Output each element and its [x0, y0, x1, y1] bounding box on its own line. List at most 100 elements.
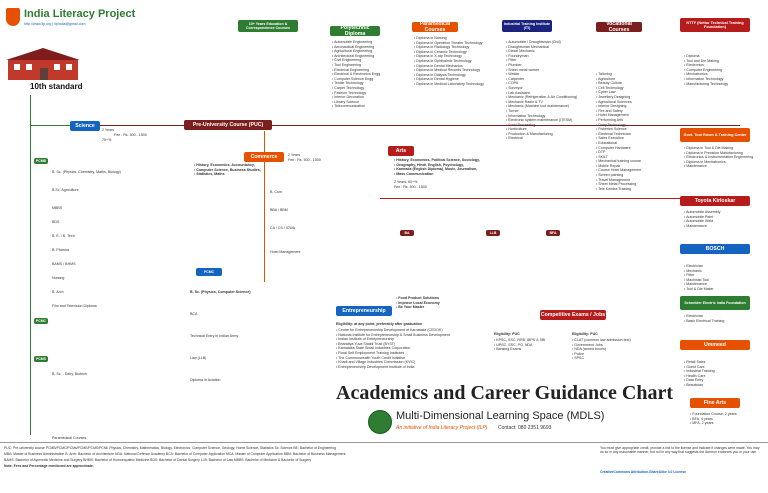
- nttf-item: Diploma: [684, 54, 728, 59]
- commerce-subject: Computer Science, Business Studies,: [194, 168, 261, 173]
- commerce-degree: Hotel Management: [270, 250, 301, 254]
- support-org: Centre for Entrepreneurship Development …: [336, 328, 450, 333]
- vocational-item: Agriculture: [596, 77, 641, 82]
- bosch-item: Mechanic: [684, 269, 714, 274]
- diploma-item: Architectural Engineering: [332, 54, 380, 59]
- bca-degree: BCA: [190, 312, 198, 316]
- paramedical-item: Diploma in Dialysis Technology: [414, 73, 484, 78]
- nttf-item: Mechatronics: [684, 72, 728, 77]
- ilp-logo: [6, 8, 20, 26]
- toyota-item: Automobile Weld: [684, 219, 720, 224]
- paramedical-item: Diploma in Nursing: [414, 36, 484, 41]
- vocational-node[interactable]: Vocational Courses: [596, 21, 642, 33]
- diploma-item: Computer Science Engg: [332, 77, 380, 82]
- puc-node[interactable]: Pre-University Course (PUC): [184, 120, 272, 130]
- schneider-list: ElectricianBasic Electrical Training: [684, 314, 724, 323]
- ummeed-node[interactable]: Ummeed: [680, 340, 750, 350]
- vocational-item: Tailoring: [596, 72, 641, 77]
- science-degree: Nursing: [52, 276, 65, 280]
- competitive-node[interactable]: Competitive Exams / Jobs: [540, 310, 606, 320]
- nttf-node[interactable]: NTTF (Nettur Technical Training Foundati…: [680, 18, 750, 32]
- arts-line: [380, 198, 700, 200]
- science-degree: B. Sc. (Physics, Chemistry, Maths, Biolo…: [52, 170, 121, 174]
- science-cs-degree: B. Sc. (Physics, Computer Science): [190, 290, 251, 294]
- ummeed-list: Retail SalesGuest Care Industrial Traini…: [684, 360, 715, 388]
- commerce-subject: Statistics, Maths: [194, 172, 261, 177]
- header-url[interactable]: http://www.ilp.org | ilpindia@gmail.com: [24, 22, 86, 26]
- gtt-item: Diploma in Precision Manufacturing: [684, 151, 753, 156]
- science-duration: 2 Years: [102, 128, 114, 132]
- competitive-eligibility: Eligibility: PUC: [572, 332, 598, 336]
- iti-item: Foundryman: [506, 54, 577, 59]
- commerce-degree: BBA / BBM: [270, 208, 288, 212]
- mdls-contact: Contact: 080 2351 9693: [498, 425, 552, 431]
- arts-subject: History, Economics, Political Science, S…: [394, 158, 480, 163]
- vocational-item: Fire and Safety: [596, 109, 641, 114]
- science-degree: MBBS: [52, 206, 63, 210]
- paramedical-item: Diploma in Dental Hygiene: [414, 77, 484, 82]
- diploma-item: Aeronautical Engineering: [332, 45, 380, 50]
- schneider-node[interactable]: Schneider Electric India Foundation: [680, 296, 750, 310]
- bosch-item: Electrician: [684, 264, 714, 269]
- ummeed-item: Health Care: [684, 374, 715, 379]
- toyota-item: Automobile Assembly: [684, 210, 720, 215]
- law-degree: Law (LLB): [190, 356, 207, 360]
- arts-fee: Fee : Rs. 500 - 1500: [394, 185, 427, 189]
- science-node[interactable]: Science: [70, 121, 100, 131]
- bosch-node[interactable]: BOSCH: [680, 244, 750, 254]
- science-degree: B. Arch: [52, 290, 64, 294]
- entrepreneurship-item: Improve Local Economy: [396, 301, 440, 306]
- gtt-item: Electronics & Instrumentation Engineerin…: [684, 155, 753, 160]
- support-org: Bharatiya Yuva Shakti Trust (BYST): [336, 342, 450, 347]
- competitive-item: KPSC, SSC, RRB, IBPS & SBI: [494, 338, 545, 343]
- diploma-node[interactable]: Polytechnic Diploma: [330, 25, 380, 37]
- fine-arts-node[interactable]: Fine Arts: [690, 398, 740, 408]
- toyota-item: Maintenance: [684, 224, 720, 229]
- iti-item: Mechanic Radio & TV: [506, 100, 577, 105]
- main-title: Academics and Career Guidance Chart: [336, 382, 674, 404]
- mdls-logo: [368, 410, 392, 434]
- footer-license-link[interactable]: CreativeCommons Attribution-ShareAlike 4…: [600, 470, 686, 474]
- commerce-node[interactable]: Commerce: [244, 152, 284, 162]
- diploma-item: Automobile Engineering: [332, 40, 380, 45]
- gtt-node[interactable]: Govt. Tool Room & Training Center: [680, 128, 750, 142]
- science-line: [30, 125, 70, 127]
- footer-line: BAMS: Bachelor of Ayurvedic Medicine and…: [4, 458, 312, 462]
- diploma-item: Electrical & Electronics Engg: [332, 72, 380, 77]
- diploma-item: Tool Engineering: [332, 63, 380, 68]
- competitive-item: Police: [572, 352, 631, 357]
- toyota-list: Automobile AssemblyAutomobile Paint Auto…: [684, 210, 720, 228]
- iti-node[interactable]: Industrial Training Institute (ITI): [502, 20, 552, 32]
- footer-note: Note: Fees and Percentage mentioned are …: [4, 464, 94, 468]
- competitive-item: UPSC, SSC, PO, NDA: [494, 343, 545, 348]
- paramedical-list: Diploma in NursingDiploma in Operation T…: [414, 36, 484, 87]
- toyota-node[interactable]: Toyota Kirloskar: [680, 196, 750, 206]
- vocational-item: Course Hotel Management: [596, 168, 641, 173]
- bosch-item: Tool & Die Maker: [684, 287, 713, 292]
- diploma-item: Interior Decoration: [332, 95, 380, 100]
- iti-item: Horticulture: [506, 127, 577, 132]
- paramedical-item: Diploma in Ophthalmic Technology: [414, 59, 484, 64]
- science-degree: Film and Television Diploma: [52, 304, 97, 308]
- gtt-item: Maintenance: [684, 164, 753, 169]
- entrepreneurship-node[interactable]: Entrepreneurship: [336, 306, 392, 316]
- arts-node[interactable]: Arts: [388, 146, 414, 156]
- fine-arts-item: Foundation Course, 2 years: [690, 412, 736, 417]
- bosch-item: Maintenance: [684, 282, 714, 287]
- nios-node[interactable]: 10+ Years Education & Correspondence Cou…: [238, 20, 298, 32]
- vocational-item: Jewellery Designing: [596, 95, 641, 100]
- entrepreneurship-item: Food Product Solutions: [396, 296, 440, 301]
- gtt-item: Diploma in Tool & Die Making: [684, 146, 753, 151]
- iti-item: Diesel Mechanic: [506, 49, 577, 54]
- ummeed-item: Retail Sales: [684, 360, 715, 365]
- nttf-item: Information Technology: [684, 77, 728, 82]
- iti-item: Mechanic (Machine tool maintenance): [506, 104, 577, 109]
- arts-duration: 2 Years, 60+%: [394, 180, 418, 184]
- ummeed-item: Guest Care: [684, 365, 715, 370]
- mdls-name: Multi-Dimensional Learning Space (MDLS): [396, 410, 605, 422]
- diploma-item: Fashion Technology: [332, 91, 380, 96]
- vocational-item: Screen painting: [596, 173, 641, 178]
- paramedical-node[interactable]: Paramedical Courses: [412, 21, 458, 33]
- arts-subject: Mass Communication: [394, 172, 480, 177]
- commerce-degree: CA / CS / ICWA: [270, 226, 296, 230]
